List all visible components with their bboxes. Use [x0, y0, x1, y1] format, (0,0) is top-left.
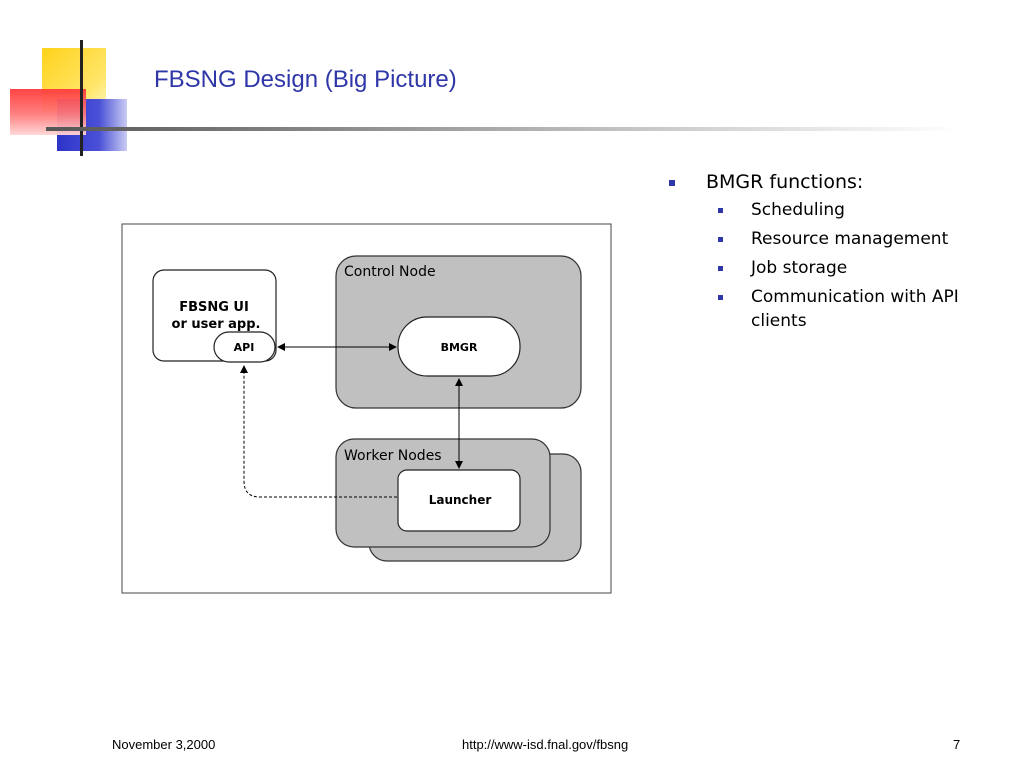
footer-page-number: 7: [953, 737, 961, 752]
worker-nodes-label: Worker Nodes: [344, 448, 442, 464]
control-node-label: Control Node: [344, 264, 436, 280]
ui-box-line2: or user app.: [172, 317, 261, 332]
title-underline: [46, 127, 960, 131]
bullet-text: BMGR functions:: [706, 171, 864, 193]
logo-vertical-line: [80, 40, 83, 156]
launcher-box: [397, 469, 521, 532]
api-label: API: [234, 341, 255, 354]
sub-bullet: Job storage: [668, 256, 1008, 280]
sub-bullet: Scheduling: [668, 198, 1008, 222]
slide-title: FBSNG Design (Big Picture): [154, 66, 457, 93]
ui-box-line1: FBSNG UI: [179, 300, 249, 315]
bullet-bmgr-functions: BMGR functions:: [668, 168, 1008, 196]
api-pill: [213, 331, 276, 363]
bmgr-label: BMGR: [441, 341, 478, 354]
bullet-list: BMGR functions: Scheduling Resource mana…: [668, 168, 1008, 338]
sub-bullet: Resource management: [668, 227, 1008, 251]
footer-date: November 3,2000: [112, 737, 216, 752]
sub-bullet-list: Scheduling Resource management Job stora…: [668, 198, 1008, 333]
launcher-api-dashed-arrow: [240, 365, 397, 498]
sub-bullet: Communication with API clients: [668, 285, 1008, 333]
launcher-label: Launcher: [429, 493, 492, 507]
bmgr-box: [397, 316, 521, 377]
footer-url: http://www-isd.fnal.gov/fbsng: [462, 737, 629, 752]
